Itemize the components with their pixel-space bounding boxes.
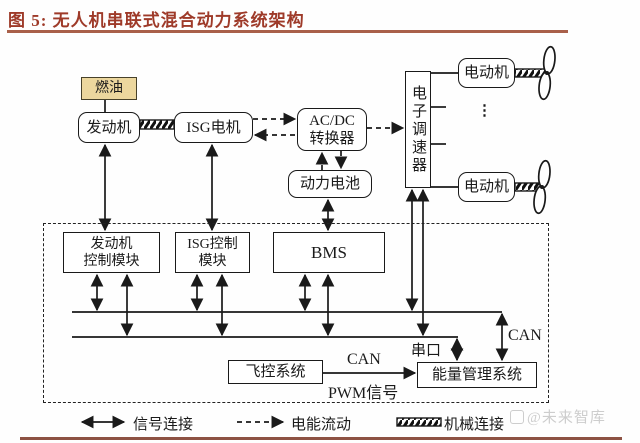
figure-title: 图 5: 无人机串联式混合动力系统架构	[8, 11, 305, 30]
node-isg-ctrl-module: ISG控制 模块	[175, 232, 250, 273]
propeller-bottom	[533, 159, 551, 215]
node-flight-control: 飞控系统	[228, 360, 323, 384]
watermark: @未来智库	[510, 406, 638, 427]
legend-signal-label: 信号连接	[133, 417, 194, 433]
node-engine: 发动机	[78, 112, 140, 143]
node-bms: BMS	[273, 232, 385, 273]
figure-bottom-rule	[20, 437, 622, 440]
watermark-text: @未来智库	[527, 410, 606, 426]
control-modules-container	[43, 223, 549, 403]
title-underline	[7, 30, 568, 33]
label-can-link: CAN	[347, 351, 381, 368]
propeller-top	[538, 45, 556, 101]
node-engine-ctrl-module: 发动机 控制模块	[63, 232, 160, 273]
legend-power-label: 电能流动	[291, 417, 352, 433]
label-serial-port: 串口	[411, 343, 442, 359]
engine-isg-shaft	[139, 119, 175, 130]
more-motors-ellipsis: ⋮	[477, 103, 492, 119]
node-motor-top: 电动机	[458, 58, 515, 88]
label-can-bus-right: CAN	[508, 327, 542, 344]
legend-mechanical-sample	[396, 417, 442, 427]
label-pwm-signal: PWM信号	[328, 385, 399, 402]
legend-mechanical-label: 机械连接	[444, 417, 505, 433]
watermark-logo-icon	[510, 409, 524, 424]
node-energy-mgmt: 能量管理系统	[417, 362, 537, 388]
node-isg-motor: ISG电机	[174, 112, 253, 143]
node-fuel: 燃油	[81, 77, 137, 100]
node-esc: 电子调速器	[405, 71, 431, 188]
node-motor-bottom: 电动机	[458, 172, 515, 202]
node-acdc-converter: AC/DC 转换器	[297, 108, 367, 151]
node-battery: 动力电池	[288, 170, 372, 198]
